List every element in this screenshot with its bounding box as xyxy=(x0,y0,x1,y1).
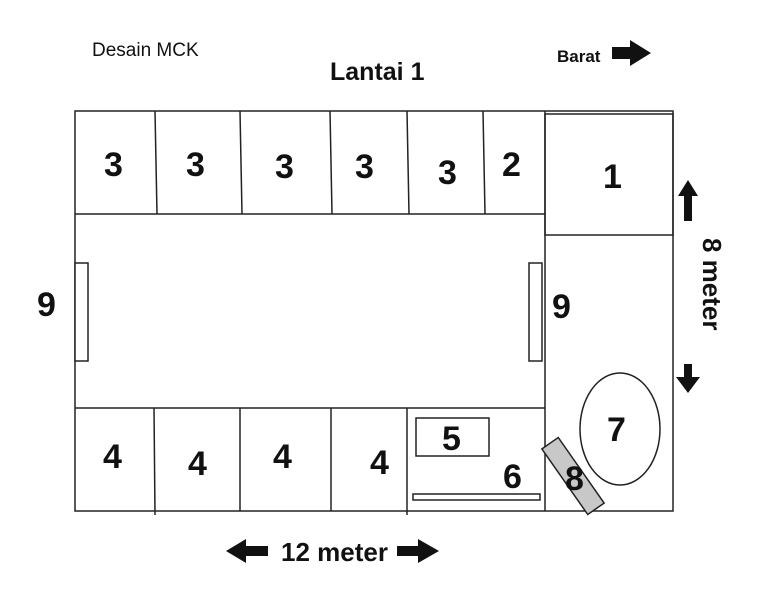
fixture-label: 6 xyxy=(503,458,522,496)
round-fixture-7 xyxy=(579,372,661,486)
width-dimension: 12 meter xyxy=(226,537,439,567)
arrow-down-icon xyxy=(676,364,700,393)
room-label: 3 xyxy=(104,146,123,184)
room-label: 4 xyxy=(273,438,292,476)
floor-title: Lantai 1 xyxy=(330,58,425,86)
fixture-label: 5 xyxy=(442,420,461,458)
direction-label: Barat xyxy=(557,47,601,66)
room-label: 4 xyxy=(370,444,389,482)
arrow-up-icon xyxy=(678,180,698,221)
room-label: 4 xyxy=(103,438,122,476)
width-label: 12 meter xyxy=(281,537,388,567)
arrow-right-icon xyxy=(397,539,439,563)
fixture-label: 7 xyxy=(607,411,626,449)
room-numbers: 3 3 3 3 3 2 1 4 4 4 4 5 6 7 8 9 9 xyxy=(37,146,626,498)
fixture-5-box xyxy=(415,417,490,457)
room-label: 2 xyxy=(502,146,521,184)
room-label: 3 xyxy=(186,146,205,184)
door-left-frame xyxy=(74,262,89,362)
room-label: 3 xyxy=(438,154,457,192)
room-label: 3 xyxy=(275,148,294,186)
angled-fixture-8 xyxy=(540,436,606,516)
fixture-label: 8 xyxy=(565,460,584,498)
bottom-row-rooms xyxy=(75,407,545,516)
west-arrow-icon xyxy=(612,40,651,66)
door-label: 9 xyxy=(552,288,571,326)
door-right-frame xyxy=(528,262,543,362)
fixture-6-bar xyxy=(412,493,541,501)
direction-indicator: Barat xyxy=(557,40,651,66)
room-label: 1 xyxy=(603,158,622,196)
arrow-left-icon xyxy=(226,539,268,563)
door-label: 9 xyxy=(37,286,56,324)
top-row-rooms xyxy=(75,110,545,215)
height-label: 8 meter xyxy=(697,238,727,331)
caption-text: Desain MCK xyxy=(92,40,199,61)
room-label: 4 xyxy=(188,445,207,483)
room-label: 3 xyxy=(355,148,374,186)
height-dimension: 8 meter xyxy=(676,180,727,393)
